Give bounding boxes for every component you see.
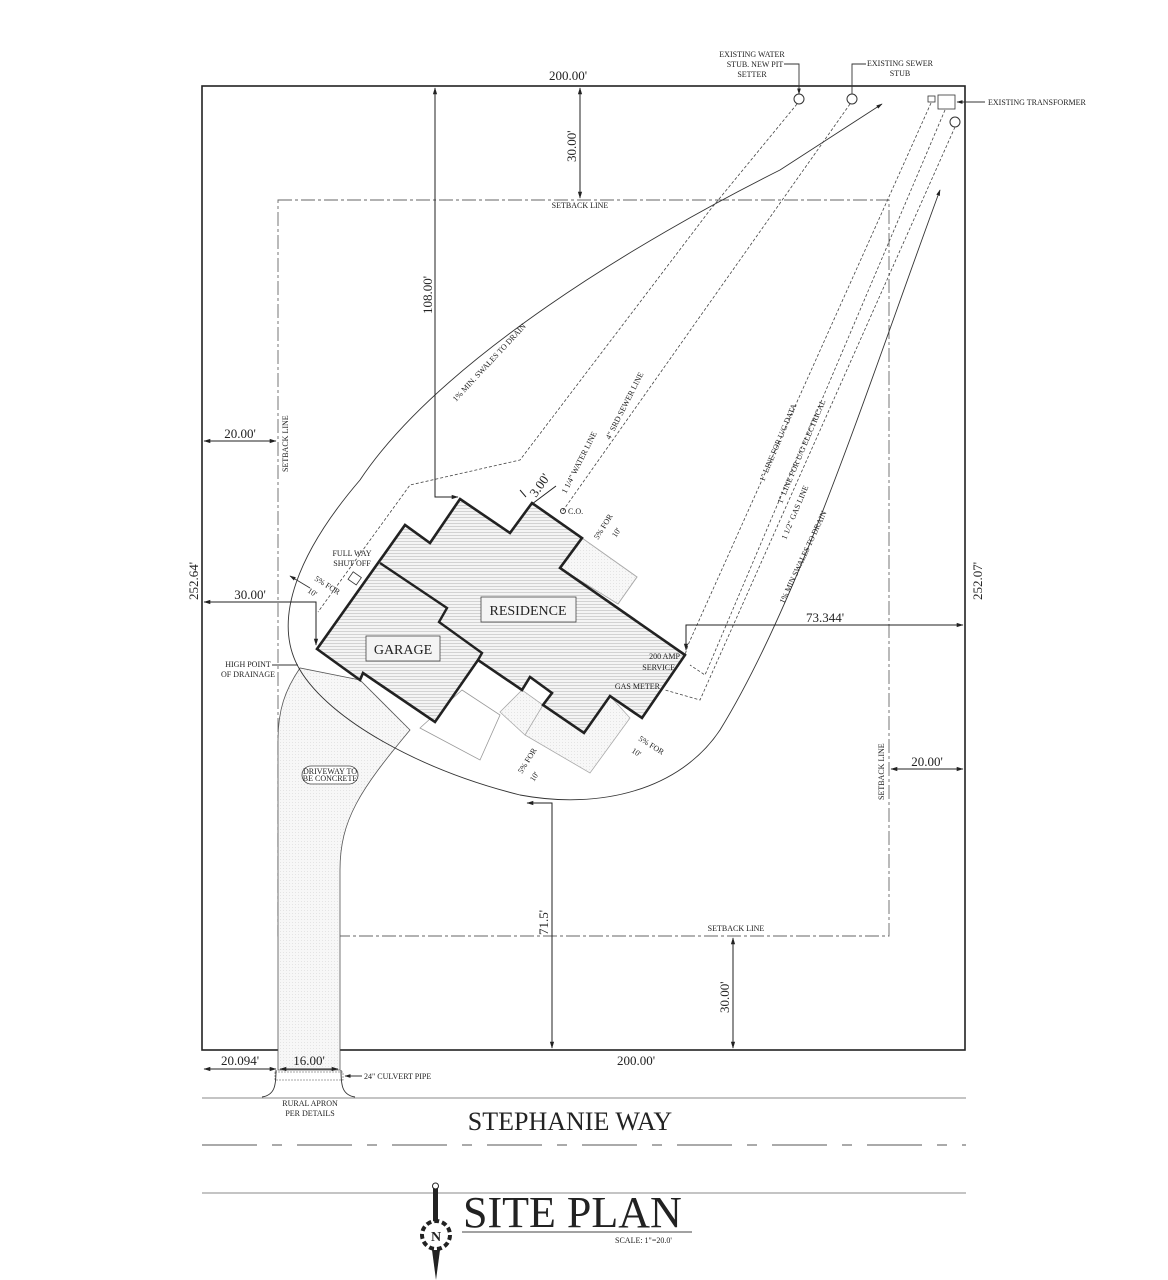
residence-label: RESIDENCE [490,604,567,619]
plan-scale: SCALE: 1"=20.0' [615,1236,672,1245]
slope-label-rear-2: 10' [610,526,623,539]
slope-label-side: 5% FOR [637,734,666,757]
water-stub-label-3: SETTER [737,70,767,79]
stub-leaders [784,63,866,94]
driveway [277,667,411,1071]
dim-side-right: 20.00' [911,754,943,769]
dim-driveway-offset: 20.094' [221,1053,259,1068]
dim-co-offset: 3.00' [526,471,553,500]
dim-front-setback: 30.00' [717,981,732,1013]
utility-pole [949,116,961,128]
dim-house-front-line [526,800,555,1049]
dim-house-rear: 108.00' [420,276,435,314]
dim-side-left: 20.00' [224,426,256,441]
road-name: STEPHANIE WAY [468,1107,673,1136]
water-stub [793,93,805,105]
garage-wall [379,562,484,661]
dim-house-front: 71.5' [536,910,551,935]
dim-house-left: 30.00' [234,587,266,602]
setback-label-bottom: SETBACK LINE [708,924,765,933]
sewer-line-label: 4" SRD SEWER LINE [604,371,646,441]
data-line [684,102,932,656]
slope-label-left: 5% FOR [313,574,342,597]
driveway-note-line2: BE CONCRETE [303,774,358,783]
setback-line [277,199,890,937]
dim-house-rear-line [432,87,459,500]
shutoff-label: FULL WAY [332,549,371,558]
high-point-label-2: OF DRAINAGE [221,670,275,679]
dim-bottom-width: 200.00' [617,1053,655,1068]
garage-label: GARAGE [374,643,432,658]
dim-house-right: 73.344' [806,610,844,625]
shutoff-box [347,571,362,586]
slope-label-side-2: 10' [630,746,643,759]
swale-label-upper: 1% MIN. SWALES TO DRAIN [451,322,528,404]
service-label-2: SERVICE [642,663,675,672]
cleanout-label: C.O. [568,507,583,516]
culvert-label: 24" CULVERT PIPE [364,1072,431,1081]
dim-co-line [519,485,557,505]
sewer-line [561,103,851,513]
sewer-stub-label: EXISTING SEWER [867,59,934,68]
gas-meter-label: GAS METER [615,682,661,691]
water-stub-label: EXISTING WATER [719,50,785,59]
slope-label-left-2: 10' [306,586,319,599]
setback-label-right: SETBACK LINE [877,743,886,800]
water-stub-label-2: STUB. NEW PIT [727,60,784,69]
swale-line [287,103,941,801]
sewer-stub-label-2: STUB [890,69,910,78]
sewer-stub [846,93,858,105]
shutoff-label-2: SHUT OFF [333,559,371,568]
slope-arrow-left [289,575,311,589]
slope-label-front-2: 10' [528,770,541,783]
residence-label-box [480,596,577,623]
setback-label-top: SETBACK LINE [552,201,609,210]
dim-house-right-line [683,622,964,651]
rural-apron [261,1069,356,1098]
service-label: 200 AMP [649,652,680,661]
apron-label: RURAL APRON [282,1099,338,1108]
culvert-pipe [274,1071,344,1081]
garage-label-box [365,635,441,662]
driveway-note-box [301,765,359,785]
high-point-label: HIGH POINT [225,660,271,669]
slope-label-rear: 5% FOR [592,512,615,541]
property-line [201,85,966,1051]
water-line-label: 1 1/4" WATER LINE [560,430,599,495]
water-line [317,103,798,613]
slope-label-front: 5% FOR [516,746,539,775]
dim-left-depth: 252.64' [186,562,201,600]
transformer-small [927,95,936,103]
plan-title: SITE PLAN [463,1188,682,1237]
transformer-label: EXISTING TRANSFORMER [988,98,1087,107]
gas-line [664,126,956,701]
cleanout-icon [560,508,566,514]
north-label: N [431,1230,441,1245]
dim-driveway-width: 16.00' [293,1053,325,1068]
transformer [937,94,956,110]
setback-label-left: SETBACK LINE [281,415,290,472]
apron-label-2: PER DETAILS [285,1109,334,1118]
electric-line [689,109,946,676]
dim-right-depth: 252.07' [970,562,985,600]
north-arrow-icon: N [420,1182,452,1280]
dim-top-width: 200.00' [549,68,587,83]
dim-house-left-line [203,599,319,646]
driveway-note-line1: DRIVEWAY TO [303,767,357,776]
dim-rear-setback: 30.00' [564,130,579,162]
